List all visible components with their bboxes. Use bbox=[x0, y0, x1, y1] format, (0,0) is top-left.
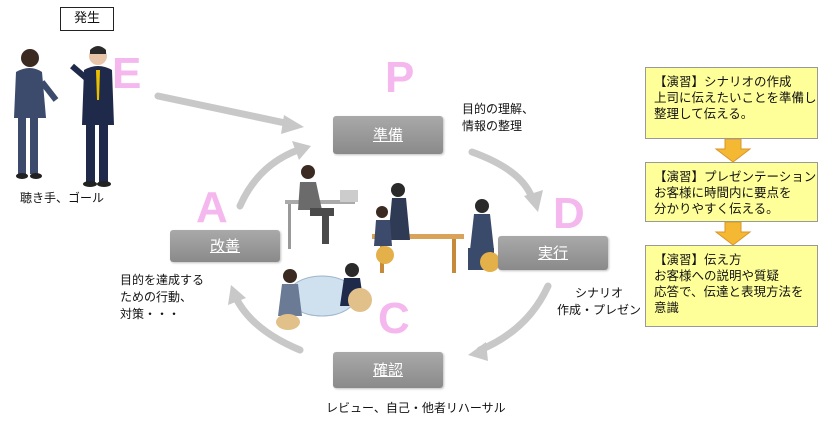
arrow-d-to-c bbox=[476, 282, 552, 354]
letter-c: C bbox=[378, 294, 410, 343]
exercise-line: 【演習】プレゼンテーション bbox=[654, 169, 817, 184]
arrowhead-d-to-c bbox=[468, 342, 488, 361]
arrow-c-to-a bbox=[232, 294, 304, 354]
letter-p: P bbox=[385, 53, 415, 102]
step-check-button[interactable]: 確認 bbox=[333, 352, 443, 388]
down-arrow-2 bbox=[714, 221, 752, 246]
do-caption: シナリオ 作成・プレゼン bbox=[557, 285, 641, 319]
step-plan-button[interactable]: 準備 bbox=[333, 116, 443, 154]
exercise-line: 整理して伝える。 bbox=[654, 106, 754, 121]
plan-caption: 目的の理解、 情報の整理 bbox=[462, 101, 534, 135]
arrow-p-to-d bbox=[468, 148, 536, 202]
exercise-line: 上司に伝えたいことを準備し bbox=[654, 90, 817, 105]
arrowhead-a-to-p bbox=[292, 141, 311, 160]
exercise-line: お客様への説明や質疑 bbox=[654, 268, 780, 283]
act-caption-line: 目的を達成する bbox=[120, 273, 205, 287]
do-caption-line: シナリオ bbox=[575, 286, 624, 300]
exercise-line: 【演習】シナリオの作成 bbox=[654, 74, 792, 89]
plan-caption-line: 情報の整理 bbox=[462, 119, 523, 133]
exercise-line: 分かりやすく伝える。 bbox=[654, 201, 779, 216]
arrowhead-p-to-d bbox=[524, 190, 543, 212]
arrowhead-c-to-a bbox=[228, 285, 246, 305]
exercise-line: 意識 bbox=[654, 300, 680, 315]
letter-a: A bbox=[196, 183, 228, 232]
exercise-line: 応答で、伝達と表現方法を bbox=[654, 284, 804, 299]
down-arrow-1 bbox=[714, 138, 752, 163]
discussion-illustration bbox=[276, 263, 372, 330]
do-caption-line: 作成・プレゼン bbox=[557, 303, 642, 317]
letter-d: D bbox=[553, 189, 585, 238]
arrow-a-to-p bbox=[236, 146, 302, 210]
occurrence-label: 発生 bbox=[60, 7, 114, 31]
exercise-line: 【演習】伝え方 bbox=[654, 252, 742, 267]
act-caption-line: 対策・・・ bbox=[120, 307, 181, 321]
arrowhead-e-to-p bbox=[281, 115, 304, 134]
two-people-illustration bbox=[14, 46, 114, 187]
act-caption: 目的を達成する ための行動、 対策・・・ bbox=[120, 272, 204, 323]
exercise-box-delivery: 【演習】伝え方 お客様への説明や質疑 応答で、伝達と表現方法を 意識 bbox=[645, 245, 818, 327]
exercise-box-scenario: 【演習】シナリオの作成 上司に伝えたいことを準備し 整理して伝える。 bbox=[645, 67, 818, 139]
check-caption: レビュー、自己・他者リハーサル bbox=[326, 401, 506, 415]
meeting-illustration bbox=[285, 165, 500, 273]
arrow-e-to-p bbox=[154, 92, 294, 128]
plan-caption-line: 目的の理解、 bbox=[462, 102, 535, 116]
act-caption-line: ための行動、 bbox=[120, 290, 193, 304]
step-act-button[interactable]: 改善 bbox=[170, 230, 280, 262]
exercise-line: お客様に時間内に要点を bbox=[654, 185, 792, 200]
step-do-button[interactable]: 実行 bbox=[498, 236, 608, 270]
listener-caption: 聴き手、ゴール bbox=[20, 191, 105, 205]
exercise-box-presentation: 【演習】プレゼンテーション お客様に時間内に要点を 分かりやすく伝える。 bbox=[645, 162, 818, 222]
letter-e: E bbox=[112, 49, 142, 98]
